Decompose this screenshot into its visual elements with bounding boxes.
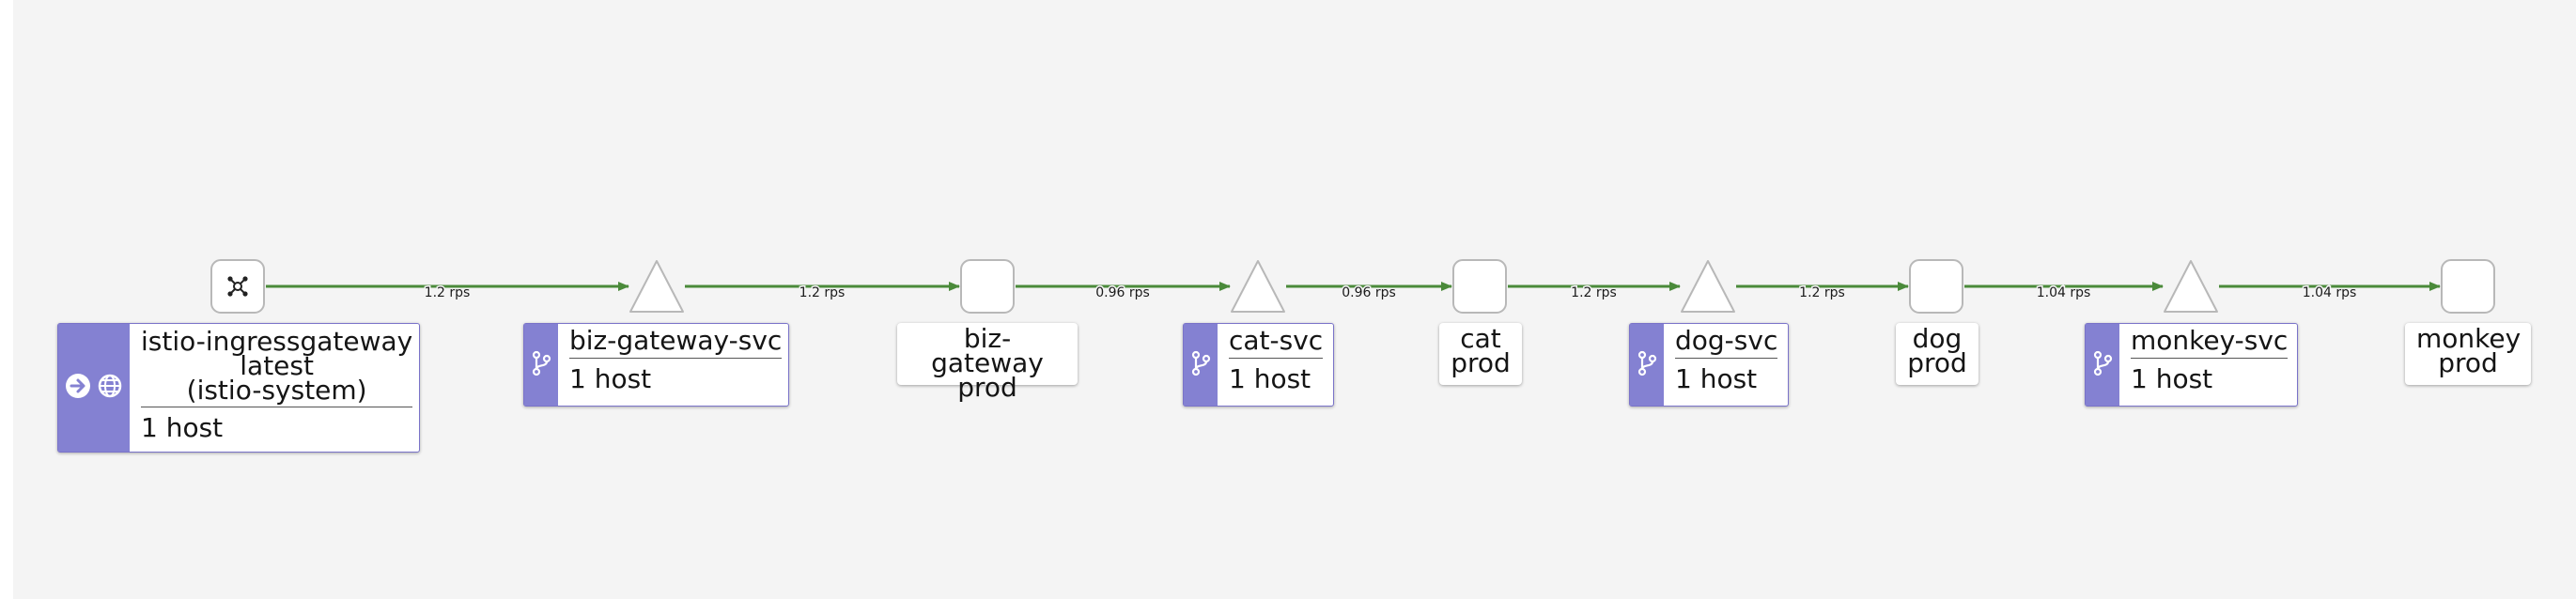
gateway-name: istio-ingressgateway bbox=[141, 326, 413, 357]
service-node-monkey-svc[interactable]: monkey-svc 1 host bbox=[2085, 323, 2298, 407]
globe-icon bbox=[97, 373, 123, 403]
service-body: dog-svc 1 host bbox=[1664, 324, 1789, 406]
arrow-right-circle-icon bbox=[65, 373, 91, 403]
edge-label: 1.2 rps bbox=[1799, 285, 1845, 300]
service-name: dog-svc bbox=[1675, 324, 1778, 359]
workload-version: prod bbox=[957, 372, 1017, 403]
service-icon-band bbox=[1630, 324, 1664, 406]
workload-square-node[interactable] bbox=[2441, 259, 2495, 314]
workload-label-biz-gateway[interactable]: biz-gateway prod bbox=[897, 323, 1078, 401]
workload-version: prod bbox=[1907, 347, 1967, 378]
workload-square-node[interactable] bbox=[1452, 259, 1507, 314]
service-hosts: 1 host bbox=[1229, 363, 1311, 394]
workload-square-node[interactable] bbox=[960, 259, 1015, 314]
service-name: cat-svc bbox=[1229, 324, 1324, 359]
workload-version: prod bbox=[2438, 347, 2498, 378]
branch-icon bbox=[2092, 350, 2113, 380]
service-triangle-node[interactable] bbox=[2164, 260, 2218, 313]
edge-label: 1.2 rps bbox=[1571, 285, 1617, 300]
gateway-icon-band bbox=[58, 324, 130, 452]
service-icon-band bbox=[1184, 324, 1218, 406]
hub-network-icon bbox=[227, 276, 248, 297]
branch-icon bbox=[1637, 350, 1657, 380]
service-node-cat-svc[interactable]: cat-svc 1 host bbox=[1183, 323, 1334, 407]
service-hosts: 1 host bbox=[1675, 363, 1758, 394]
edge-label: 1.2 rps bbox=[799, 285, 846, 300]
service-body: monkey-svc 1 host bbox=[2119, 324, 2299, 406]
gateway-title: istio-ingressgateway latest (istio-syste… bbox=[141, 324, 413, 407]
graph-svg: 1.2 rps 1.2 rps 0.96 rps 0.96 rps 1.2 rps 1.2… bbox=[210, 259, 2495, 314]
service-hosts: 1 host bbox=[569, 363, 652, 394]
service-triangle-node[interactable] bbox=[1231, 260, 1285, 313]
service-node-dog-svc[interactable]: dog-svc 1 host bbox=[1629, 323, 1789, 407]
service-triangle-node[interactable] bbox=[629, 260, 684, 313]
workload-square-node[interactable] bbox=[1909, 259, 1963, 314]
gateway-namespace: (istio-system) bbox=[186, 375, 367, 406]
service-node-biz-gateway-svc[interactable]: biz-gateway-svc 1 host bbox=[523, 323, 789, 407]
workload-name: dog bbox=[1912, 323, 1963, 354]
edge-label: 1.04 rps bbox=[2303, 285, 2357, 300]
branch-icon bbox=[1190, 350, 1211, 380]
edge-label: 0.96 rps bbox=[1095, 285, 1150, 300]
workload-label-monkey[interactable]: monkey prod bbox=[2405, 323, 2531, 385]
branch-icon bbox=[531, 350, 551, 380]
workload-name: monkey bbox=[2416, 323, 2522, 354]
service-body: cat-svc 1 host bbox=[1218, 324, 1334, 406]
service-triangle-node[interactable] bbox=[1681, 260, 1735, 313]
edge-label: 0.96 rps bbox=[1342, 285, 1396, 300]
service-hosts: 1 host bbox=[2131, 363, 2213, 394]
workload-label-cat[interactable]: cat prod bbox=[1439, 323, 1522, 385]
workload-name: biz-gateway bbox=[931, 323, 1044, 378]
gateway-node-box[interactable]: istio-ingressgateway latest (istio-syste… bbox=[57, 323, 420, 453]
edge-label: 1.2 rps bbox=[425, 285, 471, 300]
workload-version: prod bbox=[1451, 347, 1511, 378]
graph-canvas[interactable]: 1.2 rps 1.2 rps 0.96 rps 0.96 rps 1.2 rps 1.2… bbox=[13, 0, 2576, 599]
gateway-body: istio-ingressgateway latest (istio-syste… bbox=[130, 324, 424, 452]
service-body: biz-gateway-svc 1 host bbox=[558, 324, 793, 406]
workload-label-dog[interactable]: dog prod bbox=[1896, 323, 1979, 385]
gateway-version: latest bbox=[240, 350, 314, 381]
service-name: monkey-svc bbox=[2131, 324, 2289, 359]
service-icon-band bbox=[524, 324, 558, 406]
service-icon-band bbox=[2086, 324, 2119, 406]
edge-label: 1.04 rps bbox=[2037, 285, 2091, 300]
service-name: biz-gateway-svc bbox=[569, 324, 783, 359]
workload-name: cat bbox=[1460, 323, 1501, 354]
gateway-hosts: 1 host bbox=[141, 412, 224, 443]
